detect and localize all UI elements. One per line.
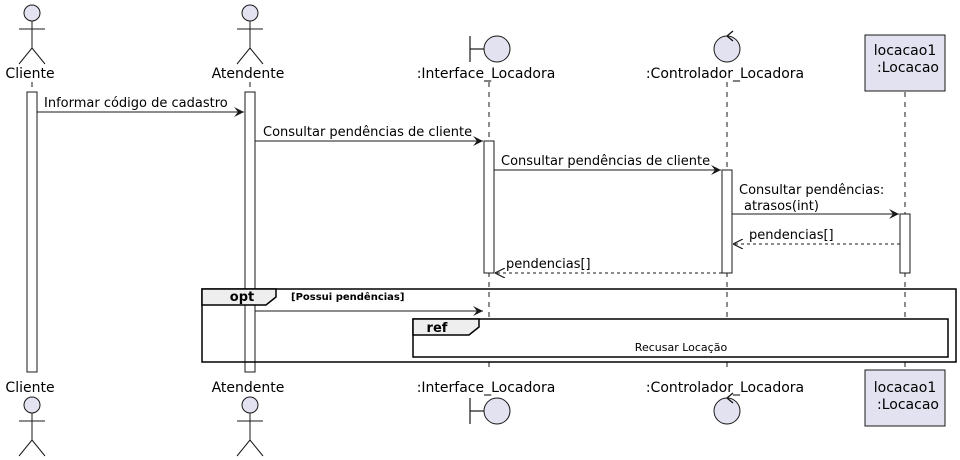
message-label: pendencias[]: [506, 257, 591, 272]
participant-cliente-bottom: Cliente: [5, 380, 55, 457]
message-1: Informar código de cadastro: [37, 96, 244, 117]
message-2: Consultar pendências de cliente: [255, 125, 483, 146]
message-4: Consultar pendências: atrasos(int): [732, 183, 899, 219]
participant-label: Atendente: [212, 66, 285, 82]
message-5-return: pendencias[]: [733, 228, 900, 244]
participant-label-line1: locacao1: [874, 380, 936, 396]
participant-cliente-top: Cliente: [5, 4, 55, 82]
opt-guard: [Possui pendências]: [291, 291, 404, 303]
opt-fragment: opt [Possui pendências]: [201, 288, 957, 363]
participant-atendente-bottom: Atendente: [212, 380, 285, 457]
participant-label-line2: :Locacao: [877, 397, 939, 413]
participant-atendente-top: Atendente: [212, 4, 285, 82]
activation-interface: [483, 140, 495, 274]
participant-label-line1: locacao1: [874, 43, 936, 59]
participant-label: Cliente: [5, 380, 54, 396]
participant-interface-top: :Interface_Locadora: [417, 35, 556, 82]
ref-text: Recusar Locação: [635, 341, 728, 354]
message-label-line2: atrasos(int): [744, 199, 819, 214]
participant-locacao-bottom: locacao1 :Locacao: [864, 369, 946, 427]
participant-label: Atendente: [212, 380, 285, 396]
message-label: Informar código de cadastro: [44, 96, 228, 111]
activation-atendente: [244, 91, 256, 373]
participant-label: Cliente: [5, 66, 54, 82]
participant-controlador-bottom: :Controlador_Locadora: [646, 380, 804, 425]
participant-label: :Interface_Locadora: [417, 380, 556, 396]
participant-label: :Controlador_Locadora: [646, 66, 804, 82]
activation-locacao: [899, 213, 911, 274]
participant-interface-bottom: :Interface_Locadora: [417, 380, 556, 425]
message-label: pendencias[]: [749, 228, 834, 243]
participant-locacao-top: locacao1 :Locacao: [864, 34, 946, 92]
message-label: Consultar pendências de cliente: [501, 154, 710, 169]
message-label: Consultar pendências de cliente: [263, 125, 472, 140]
activation-cliente: [26, 91, 38, 373]
participant-label-line2: :Locacao: [877, 60, 939, 76]
activation-controlador: [721, 169, 733, 274]
opt-keyword: opt: [230, 290, 254, 305]
participant-label: :Controlador_Locadora: [646, 380, 804, 396]
message-3: Consultar pendências de cliente: [494, 154, 721, 175]
message-6-return: pendencias[]: [495, 257, 722, 273]
control-arrow-icon: [726, 30, 734, 42]
participant-controlador-top: :Controlador_Locadora: [646, 30, 804, 82]
ref-fragment: ref Recusar Locação: [412, 318, 949, 358]
participant-label: :Interface_Locadora: [417, 66, 556, 82]
message-label-line1: Consultar pendências:: [739, 183, 884, 198]
ref-keyword: ref: [427, 321, 448, 336]
control-arrow-icon: [726, 392, 734, 404]
